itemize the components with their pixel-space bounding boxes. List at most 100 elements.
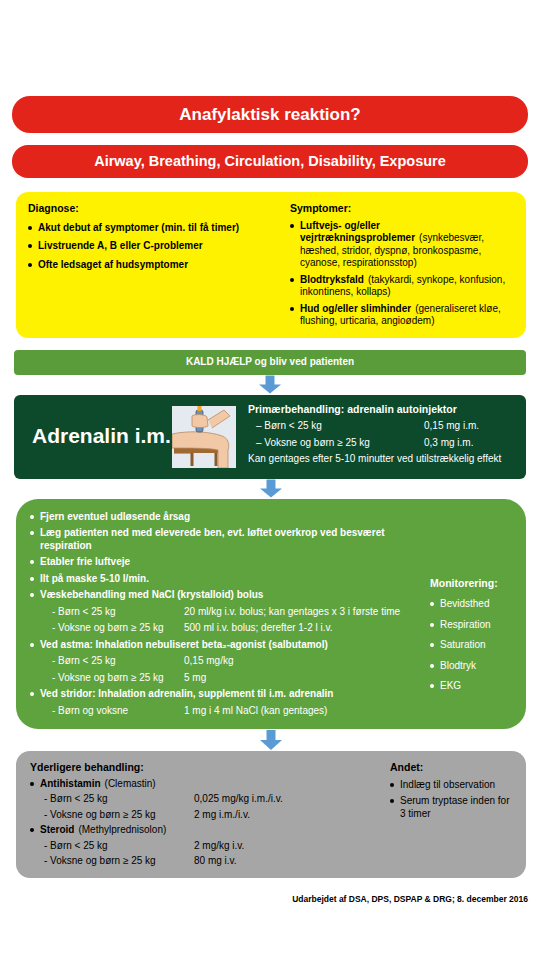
bullet-text: Steroid: [40, 824, 74, 835]
credit-note: Udarbejdet af DSA, DPS, DSPAP & DRG; 8. …: [292, 894, 528, 904]
arrow-shaft: [266, 376, 275, 386]
text-row: Kan gentages efter 5-10 minutter ved uti…: [248, 453, 514, 466]
bullet-dot: [430, 602, 434, 606]
bullet-text: (Methylprednisolon): [78, 824, 166, 835]
bullet-dot: [430, 664, 434, 668]
dose-label: – Voksne og børn ≥ 25 kg: [256, 437, 424, 450]
text-row: Hud og/eller slimhinder(generaliseret kl…: [290, 303, 514, 328]
text-row: - Børn og voksne1 mg i 4 ml NaCl (kan ge…: [30, 705, 422, 718]
dose-label: - Voksne og børn ≥ 25 kg: [44, 809, 194, 822]
text-column: Primærbehandling: adrenalin autoinjektor…: [248, 403, 514, 466]
bullet-dot: [430, 643, 434, 647]
dose-value: 0,15 mg i.m.: [424, 420, 514, 433]
heading-text: Primærbehandling: adrenalin autoinjektor: [248, 403, 457, 415]
text-row: Monitorering:: [430, 577, 514, 591]
text-row: Respiration: [430, 619, 514, 632]
text-row: Ved stridor: Inhalation adrenalin, suppl…: [30, 688, 422, 701]
bullet-dot: [28, 244, 32, 248]
text-column: Andet: Indlæg til observationSerum trypta…: [390, 761, 514, 820]
dose-value: 20 ml/kg i.v. bolus; kan gentages x 3 i …: [184, 606, 422, 619]
dose-value: 2 mg/kg i.v.: [194, 840, 360, 853]
text-row: Indlæg til observation: [390, 779, 514, 792]
bullet-text: Indlæg til observation: [400, 779, 495, 790]
bullet-text: Ilt på maske 5-10 l/min.: [40, 573, 149, 584]
bullet-body: Ved astma: Inhalation nebuliseret beta₂-…: [40, 639, 422, 652]
dose-value: 2 mg i.m./i.v.: [194, 809, 360, 822]
text-column: Yderligere behandling:Antihistamin(Clema…: [30, 761, 360, 868]
arrow-head: [259, 385, 281, 394]
text-column: [172, 406, 248, 468]
text-row: - Børn < 25 kg0,025 mg/kg i.m./i.v.: [30, 793, 360, 806]
diagnosis-box: Diagnose: Akut debut af symptomer (min. t…: [16, 192, 526, 338]
bullet-text: Etabler frie luftveje: [40, 556, 130, 567]
heading-text: Andet:: [390, 761, 423, 773]
bullet-body: Ved stridor: Inhalation adrenalin, suppl…: [40, 688, 422, 701]
text-row: Symptomer:: [290, 202, 514, 216]
text-row: Adrenalin i.m.: [32, 423, 172, 449]
bullet-text: (Clemastin): [105, 778, 156, 789]
text-row: - Voksne og børn ≥ 25 kg2 mg i.m./i.v.: [30, 809, 360, 822]
bullet-body: Steroid (Methylprednisolon): [40, 824, 360, 837]
arrow-shaft: [267, 480, 276, 490]
text-row: Luftvejs- og/eller vejrtrækningsprobleme…: [290, 220, 514, 270]
bullet-body: Ofte ledsaget af hudsymptomer: [38, 259, 280, 272]
text-row: Læg patienten ned med eleverede ben, evt…: [30, 527, 422, 552]
bullet-dot: [390, 783, 394, 787]
bullet-body: Saturation: [440, 639, 514, 652]
bullet-dot: [30, 531, 34, 535]
text-column: Monitorering:BevidsthedRespirationSatura…: [430, 511, 514, 693]
autoinjector-illustration: [172, 406, 236, 468]
dose-value: 500 ml i.v. bolus; derefter 1-2 l i.v.: [184, 622, 422, 635]
text-row: Yderligere behandling:: [30, 761, 360, 775]
bullet-text: Ved astma: Inhalation nebuliseret beta₂-…: [40, 639, 328, 650]
text-column: Adrenalin i.m.: [32, 423, 172, 449]
bullet-body: Luftvejs- og/eller vejrtrækningsprobleme…: [300, 220, 514, 270]
bullet-body: Væskebehandling med NaCl (krystalloid) b…: [40, 589, 422, 602]
bullet-text: Serum tryptase inden for 3 timer: [400, 795, 510, 819]
text-row: - Børn < 25 kg0,15 mg/kg: [30, 655, 422, 668]
heading-text: Monitorering:: [430, 577, 498, 589]
adrenalin-box: Adrenalin i.m. Primærbehandling: adrenali…: [14, 395, 526, 479]
bullet-dot: [30, 828, 34, 832]
text-row: - Børn < 25 kg2 mg/kg i.v.: [30, 840, 360, 853]
bullet-text: Ofte ledsaget af hudsymptomer: [38, 259, 188, 270]
bullet-text: Ved stridor: Inhalation adrenalin, suppl…: [40, 688, 333, 699]
bullet-text: Livstruende A, B eller C-problemer: [38, 240, 203, 251]
bullet-text: Væskebehandling med NaCl (krystalloid) b…: [40, 589, 263, 600]
arrow-head: [260, 740, 282, 750]
note-text: Kan gentages efter 5-10 minutter ved uti…: [248, 453, 501, 464]
text-row: Serum tryptase inden for 3 timer: [390, 795, 514, 820]
dose-value: 1 mg i 4 ml NaCl (kan gentages): [184, 705, 422, 718]
bullet-dot: [30, 577, 34, 581]
bullet-body: Blodtryksfald(takykardi, synkope, konfus…: [300, 274, 514, 299]
bullet-dot: [30, 643, 34, 647]
bullet-text: Fjern eventuel udløsende årsag: [40, 511, 190, 522]
bullet-body: Fjern eventuel udløsende årsag: [40, 511, 422, 524]
flow-arrow: [260, 480, 282, 498]
band-text: Airway, Breathing, Circulation, Disabili…: [94, 152, 446, 170]
text-row: - Voksne og børn ≥ 25 kg5 mg: [30, 672, 422, 685]
bullet-text: Læg patienten ned med eleverede ben, evt…: [40, 527, 385, 551]
dose-label: - Børn og voksne: [52, 705, 184, 718]
text-row: Akut debut af symptomer (min. til få tim…: [28, 222, 280, 235]
text-row: Steroid (Methylprednisolon): [30, 824, 360, 837]
bullet-text: Blodtryksfald: [300, 274, 364, 285]
call-help-band: KALD HJÆLP og bliv ved patienten: [14, 350, 526, 375]
text-row: – Voksne og børn ≥ 25 kg0,3 mg i.m.: [248, 437, 514, 450]
text-row: Ilt på maske 5-10 l/min.: [30, 573, 422, 586]
text-column: Diagnose: Akut debut af symptomer (min. t…: [28, 202, 280, 271]
bullet-text: Akut debut af symptomer (min. til få tim…: [38, 222, 239, 233]
bullet-body: Etabler frie luftveje: [40, 556, 422, 569]
bullet-body: Serum tryptase inden for 3 timer: [400, 795, 514, 820]
bullet-body: Læg patienten ned med eleverede ben, evt…: [40, 527, 422, 552]
text-row: Ved astma: Inhalation nebuliseret beta₂-…: [30, 639, 422, 652]
dose-label: - Voksne og børn ≥ 25 kg: [44, 855, 194, 868]
text-row: EKG: [430, 680, 514, 693]
dose-value: 0,025 mg/kg i.m./i.v.: [194, 793, 360, 806]
text-row: Væskebehandling med NaCl (krystalloid) b…: [30, 589, 422, 602]
text-row: Ofte ledsaget af hudsymptomer: [28, 259, 280, 272]
heading-text: Diagnose:: [28, 202, 79, 214]
bullet-dot: [30, 560, 34, 564]
bullet-dot: [30, 782, 34, 786]
bullet-text: Saturation: [440, 639, 486, 650]
